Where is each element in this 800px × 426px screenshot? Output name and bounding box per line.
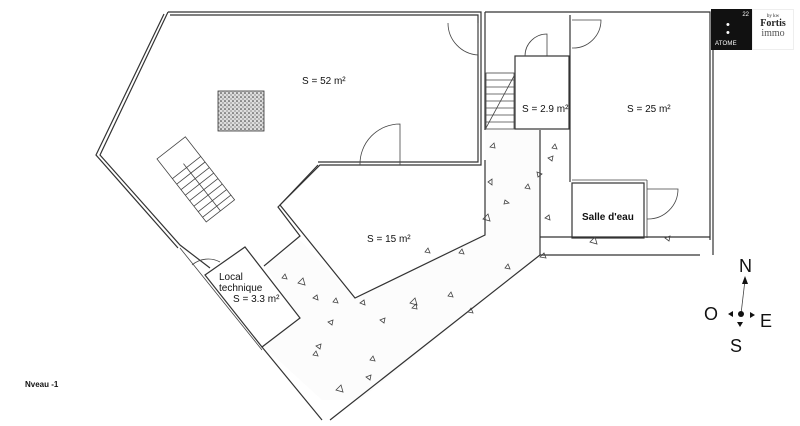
atome-logo-name: ATOME <box>715 41 737 47</box>
compass <box>728 276 755 327</box>
fortis-logo: by kw Fortis immo <box>752 9 794 50</box>
fortis-logo-sub: immo <box>761 28 785 39</box>
room-label-25: S = 25 m² <box>627 104 671 115</box>
compass-west: O <box>704 304 718 324</box>
atome-logo: 22 •• ATOME <box>711 9 752 50</box>
wall-walkway <box>261 130 700 421</box>
compass-north: N <box>739 256 752 276</box>
compass-east: E <box>760 311 772 331</box>
room-label-bath: Salle d'eau <box>582 212 634 223</box>
room-label-local-1: Local <box>219 272 243 283</box>
brand-logo: 22 •• ATOME by kw Fortis immo <box>711 9 794 50</box>
stairs-right <box>485 72 515 130</box>
room-label-local-2: technique <box>219 283 263 294</box>
compass-south: S <box>730 336 742 356</box>
level-label: Nveau -1 <box>25 380 59 389</box>
room-label-local-3: S = 3.3 m² <box>233 294 280 305</box>
room-label-2-9: S = 2.9 m² <box>522 104 569 115</box>
gravel-markers <box>281 142 671 393</box>
fortis-logo-by: by kw <box>766 14 780 19</box>
stairs-left <box>156 136 236 223</box>
room-label-15: S = 15 m² <box>367 234 411 245</box>
wall-main-room <box>95 11 482 269</box>
wall-local-technique <box>179 246 301 351</box>
atome-logo-number: 22 <box>742 12 749 18</box>
wall-right-block <box>484 11 714 255</box>
pillar-hatched <box>217 90 265 132</box>
fortis-logo-name: Fortis <box>760 18 786 29</box>
wall-room-15 <box>279 160 486 299</box>
gravel-area <box>262 130 700 400</box>
atome-dots-icon: •• <box>726 19 730 39</box>
room-label-main: S = 52 m² <box>302 76 346 87</box>
doors <box>191 19 679 266</box>
